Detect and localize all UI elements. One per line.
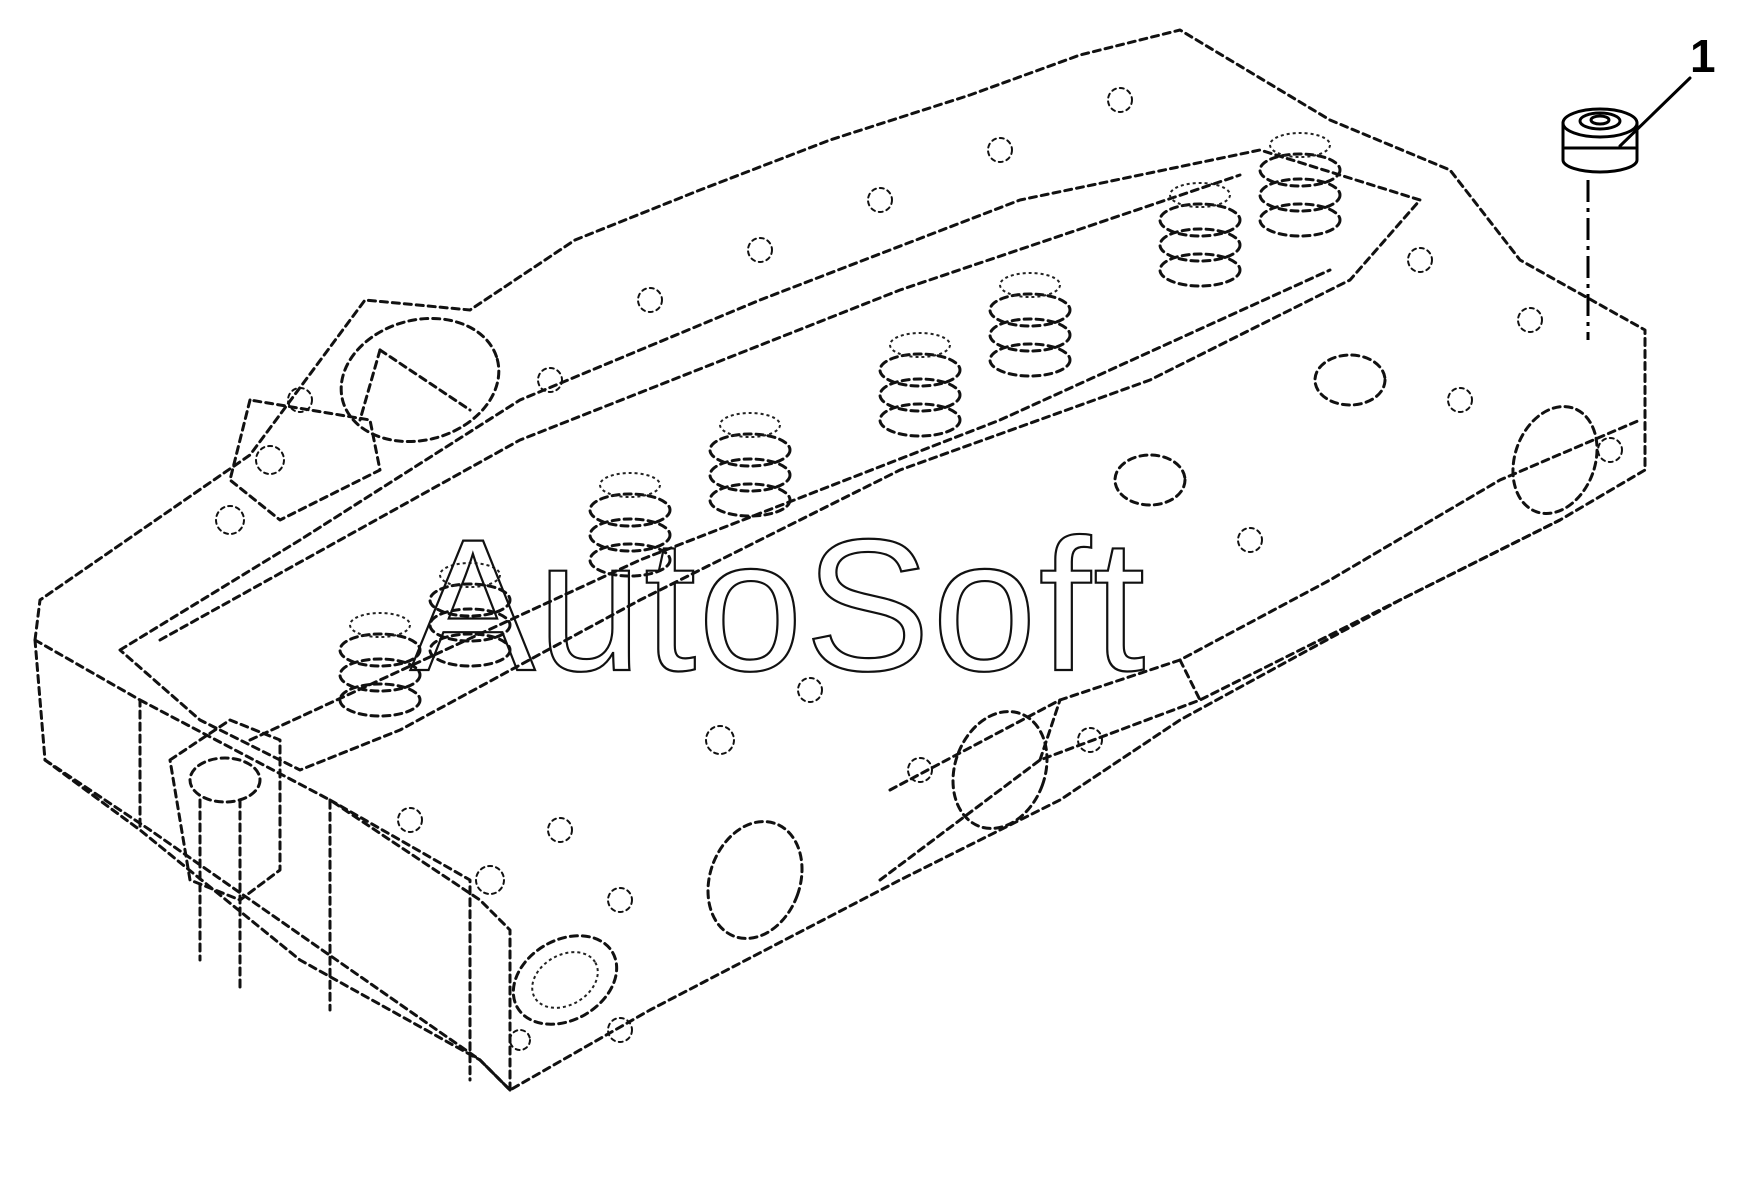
callout-1: 1 [1618, 30, 1716, 148]
ports [511, 353, 1599, 1026]
valve-springs [338, 132, 1342, 718]
end-boss [168, 718, 282, 992]
callout-number: 1 [1690, 30, 1716, 82]
watermark-text: AutoSoft [410, 500, 1147, 710]
front-plate [228, 316, 501, 522]
part-plug-cap [1561, 107, 1639, 174]
bolt-holes [215, 87, 1623, 1051]
cylinder-head-outline [33, 28, 1647, 1092]
